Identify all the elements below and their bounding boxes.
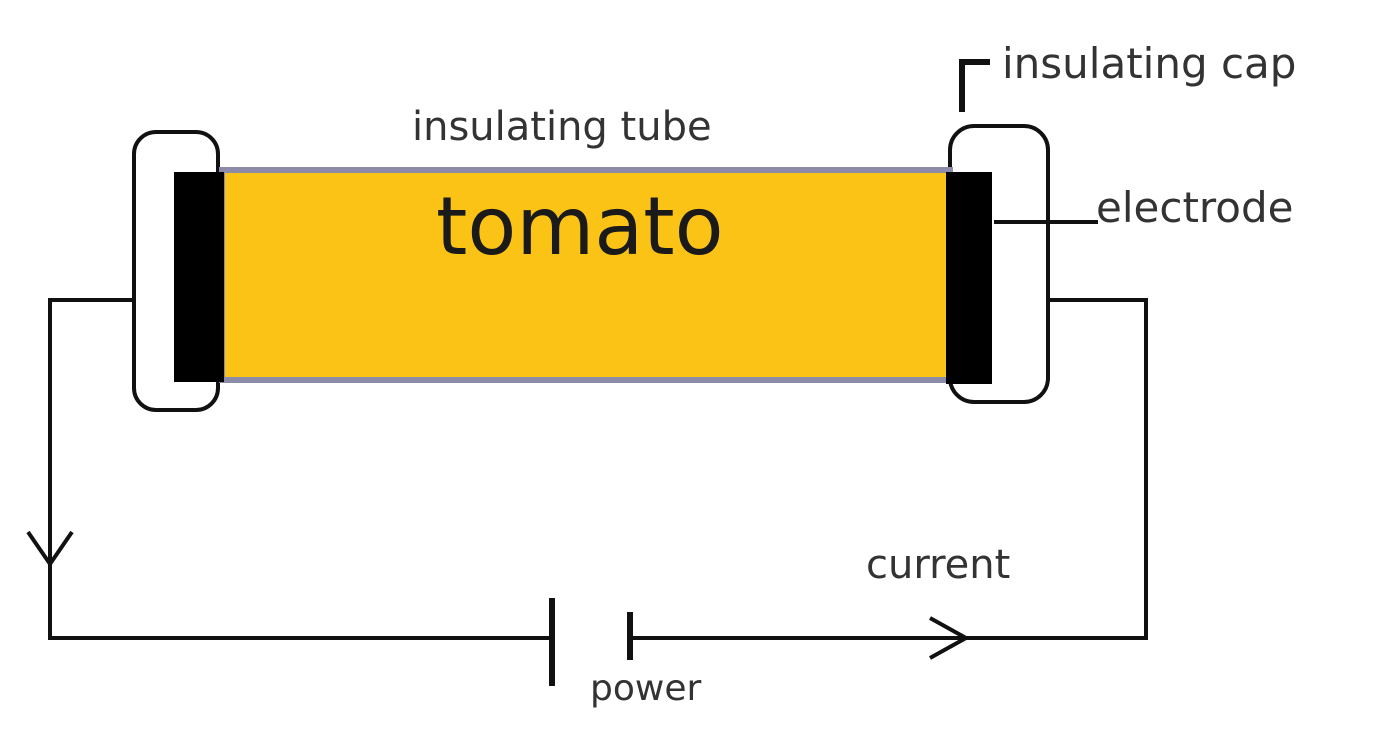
power-label: power <box>590 668 701 709</box>
sample-label: tomato <box>436 180 724 273</box>
insulating-cap-leader <box>959 59 990 112</box>
insulating-tube-label: insulating tube <box>412 104 712 150</box>
insulating-cap-label: insulating cap <box>1002 39 1296 88</box>
right-electrode <box>946 172 992 384</box>
insulating-tube <box>219 167 953 383</box>
left-wire <box>48 298 552 640</box>
electrode-label: electrode <box>1096 183 1293 232</box>
right-wire <box>630 298 1148 640</box>
left-electrode <box>174 172 224 382</box>
current-label: current <box>866 542 1010 588</box>
right-arrow-icon <box>929 616 971 660</box>
down-arrow-icon <box>26 530 74 568</box>
